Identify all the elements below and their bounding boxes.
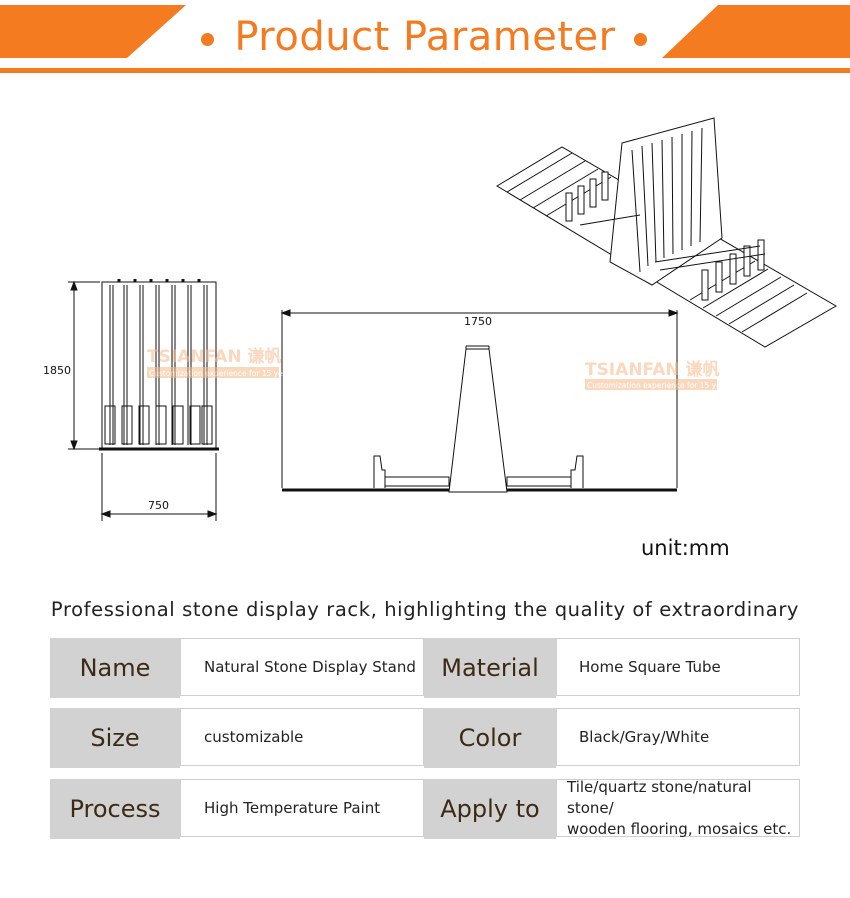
side-view — [68, 279, 219, 521]
param-label: Material — [424, 638, 556, 698]
header-right-dot — [634, 33, 647, 46]
param-value: Natural Stone Display Stand — [180, 638, 424, 696]
param-label: Color — [424, 708, 556, 768]
param-value: Home Square Tube — [556, 638, 800, 696]
brand-watermark-right: TSIANFAN 谦帆 Customization experience for… — [585, 359, 732, 390]
watermark-tagline-left: Customization experience for 15 years — [149, 369, 294, 378]
isometric-view — [496, 117, 837, 348]
watermark-brand-right: TSIANFAN 谦帆 — [585, 359, 720, 380]
page-title: Product Parameter — [234, 14, 616, 60]
header-left-dot — [201, 33, 214, 46]
param-value: High Temperature Paint — [180, 779, 424, 837]
header-left-stripe — [0, 5, 186, 58]
param-label: Name — [50, 638, 180, 698]
param-value: Black/Gray/White — [556, 708, 800, 766]
param-label: Size — [50, 708, 180, 768]
param-row-process: Process High Temperature Paint Apply to … — [50, 778, 800, 839]
header-underline — [0, 68, 850, 73]
param-value: customizable — [180, 708, 424, 766]
product-tagline: Professional stone display rack, highlig… — [50, 598, 800, 621]
unit-label: unit:mm — [641, 536, 730, 560]
height-dim-label: 1850 — [43, 364, 71, 377]
section-header: Product Parameter — [0, 0, 850, 78]
param-row-size: Size customizable Color Black/Gray/White — [50, 708, 800, 768]
watermark-brand-left: TSIANFAN 谦帆 — [147, 346, 282, 367]
header-right-stripe — [662, 5, 850, 58]
front-view — [280, 309, 679, 493]
param-label: Apply to — [424, 779, 556, 839]
param-label: Process — [50, 779, 180, 839]
brand-watermark-left: TSIANFAN 谦帆 Customization experience for… — [147, 346, 294, 378]
watermark-tagline-right: Customization experience for 15 years — [587, 381, 732, 390]
param-row-name: Name Natural Stone Display Stand Materia… — [50, 638, 800, 698]
param-value: Tile/quartz stone/natural stone/ wooden … — [556, 778, 800, 838]
technical-drawings: 1850 750 1750 TSIANFAN 谦帆 Customization … — [43, 117, 837, 521]
depth-dim-label: 750 — [148, 499, 169, 512]
length-dim-label: 1750 — [464, 315, 492, 328]
header-banner — [0, 5, 850, 73]
